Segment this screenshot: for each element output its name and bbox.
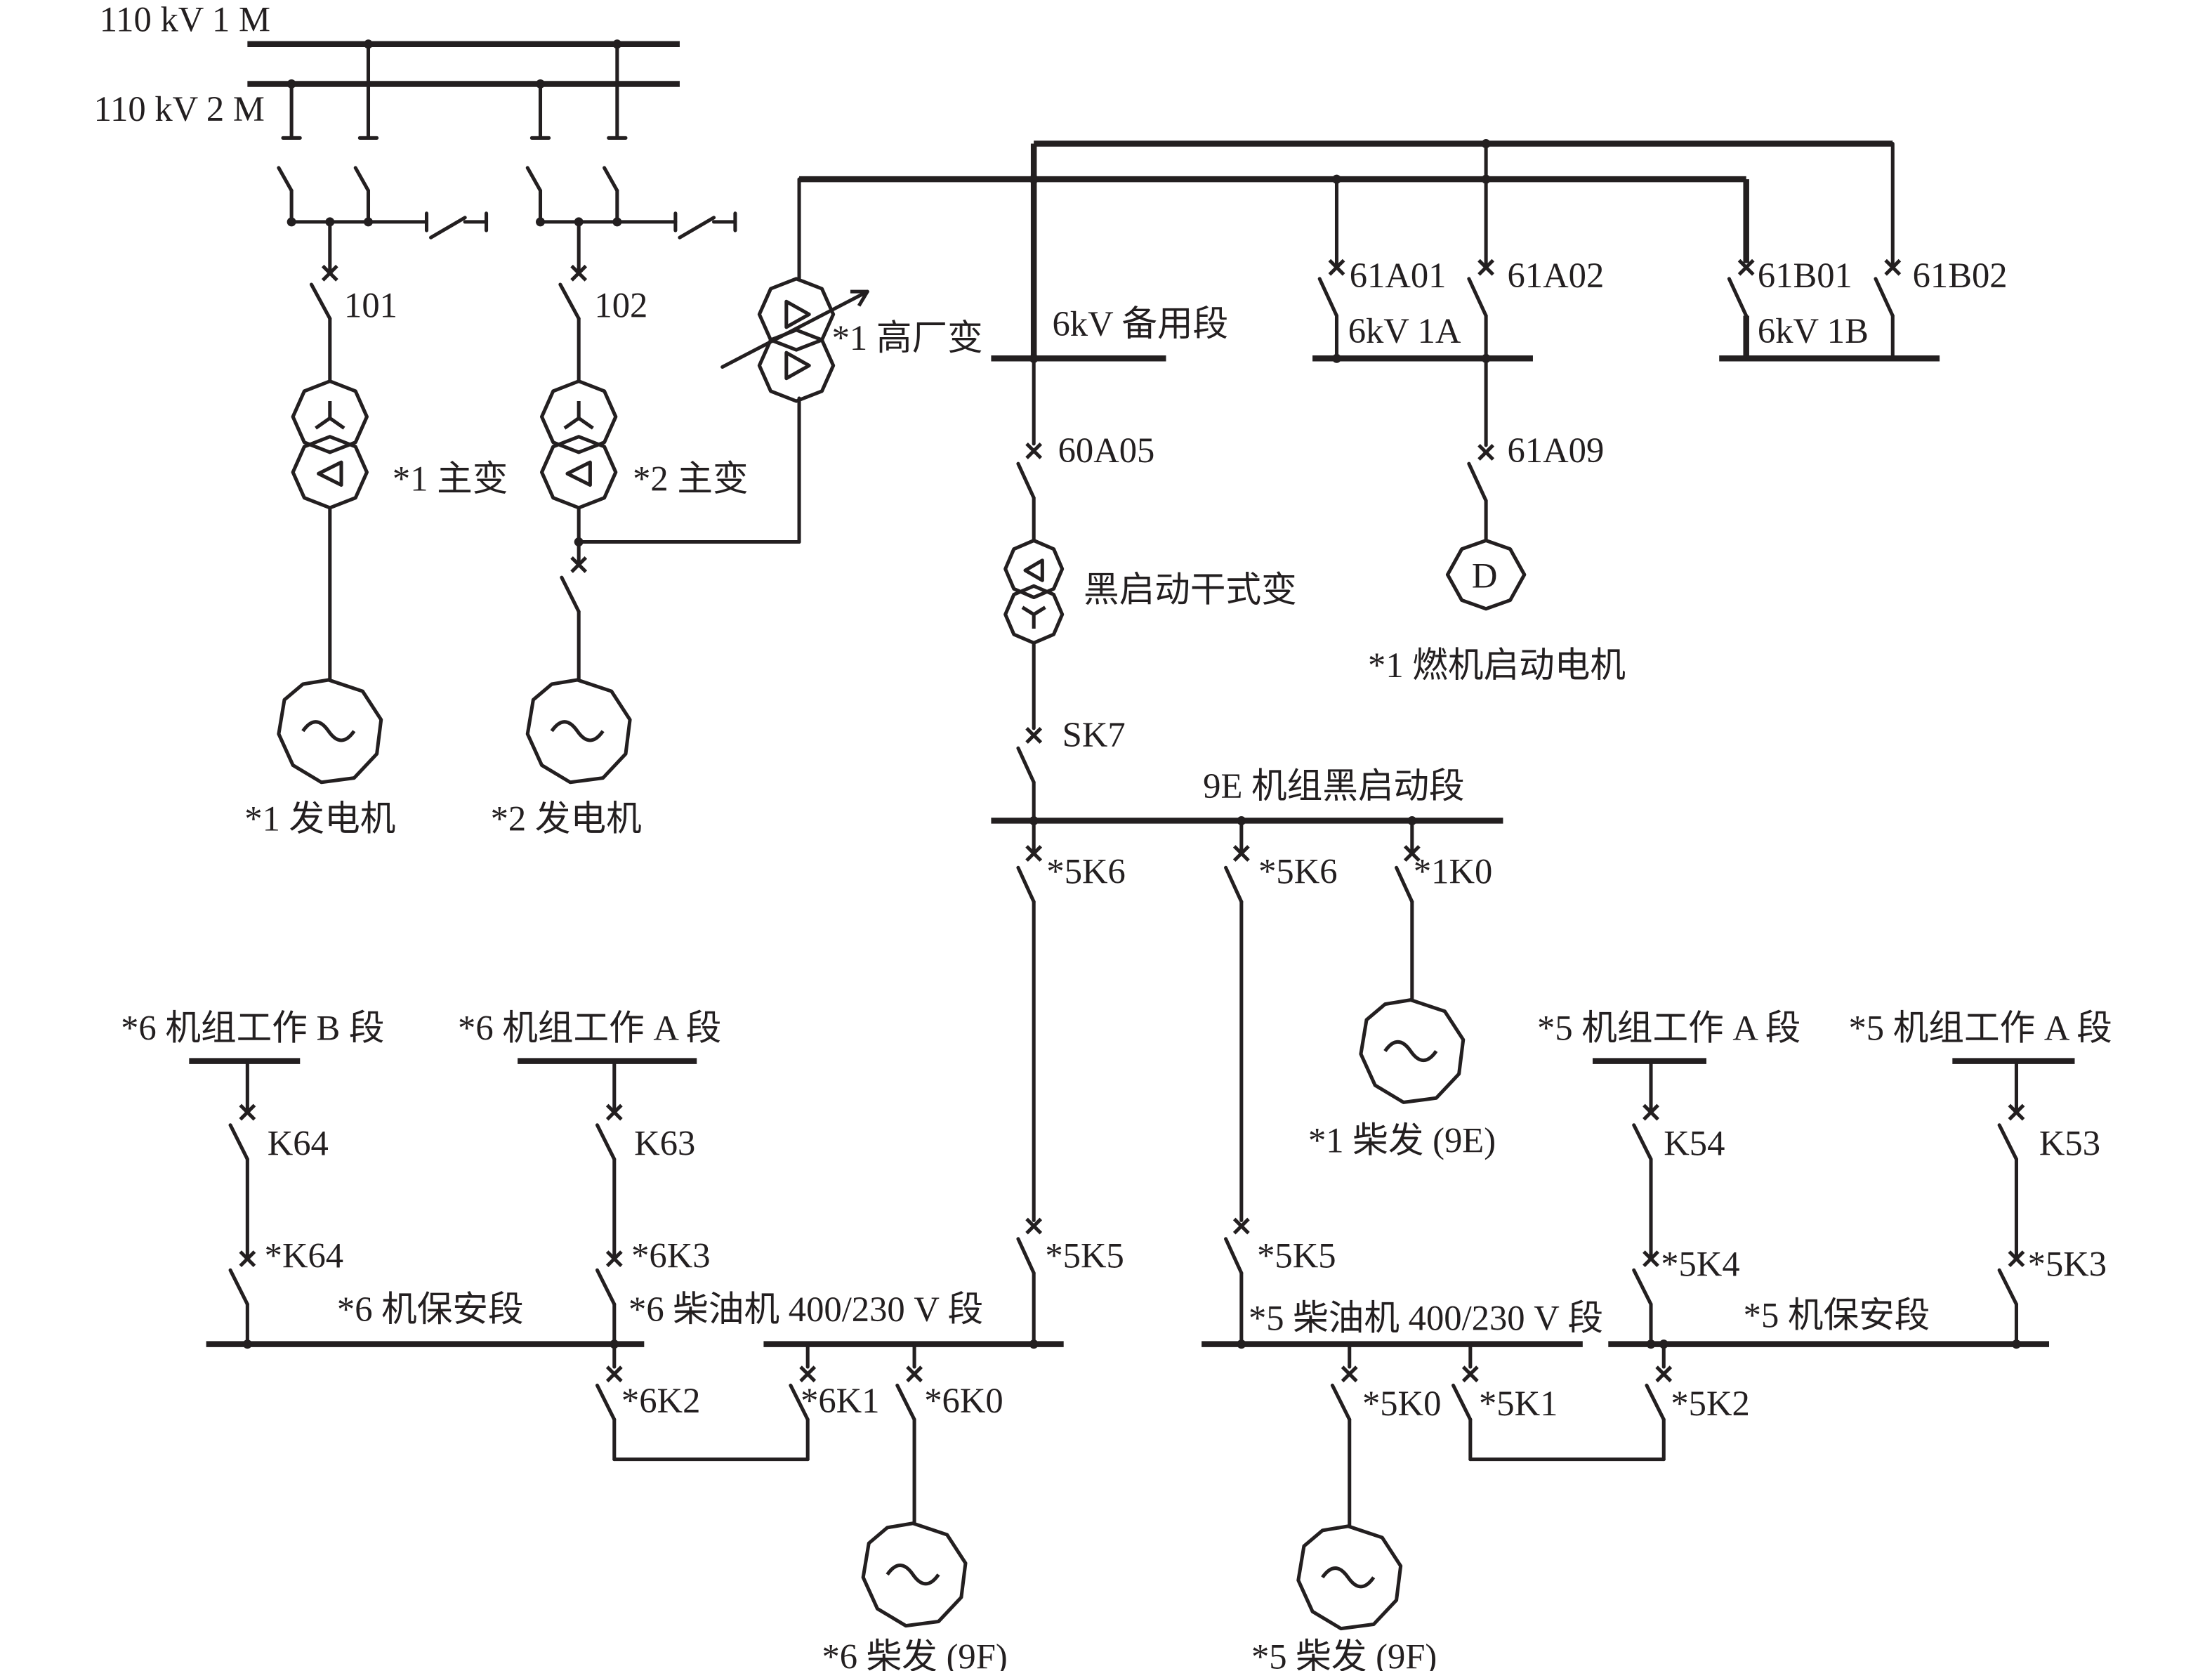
breaker-label-1k0: *1K0 (1414, 852, 1492, 891)
breaker-label-102: 102 (594, 286, 647, 325)
busbar-110kv-2m: 110 kV 2 M (94, 81, 680, 129)
busbar-6kv-1b: 61B01 61B02 6kV 1B (1719, 256, 2008, 362)
breaker-label-61a09: 61A09 (1508, 431, 1605, 470)
breaker-label-61a02: 61A02 (1508, 256, 1605, 295)
bus-label-6-diesel: *6 柴油机 400/230 V 段 (628, 1290, 983, 1329)
bus-label-5-work-a-1: *5 机组工作 A 段 (1537, 1008, 1800, 1047)
busbar-5-diesel: *5 柴油机 400/230 V 段 (1202, 1298, 1603, 1349)
bus-label-6kv-1a: 6kV 1A (1348, 311, 1461, 350)
diesel-generator-5-symbol: *5 柴发 (9F) (1251, 1524, 1437, 1671)
breaker-label-61a01: 61A01 (1350, 256, 1447, 295)
breaker-label-5k0: *5K0 (1362, 1384, 1441, 1423)
bus-label-6-safety: *6 机保安段 (337, 1290, 524, 1329)
bus-label-5-work-a-2: *5 机组工作 A 段 (1849, 1008, 2112, 1047)
breaker-label-6k0: *6K0 (924, 1381, 1003, 1420)
breaker-label-60a05: 60A05 (1058, 431, 1155, 470)
breaker-label-sk7: SK7 (1062, 715, 1126, 754)
main-transformer-2-symbol: *2 主变 (539, 379, 749, 682)
busbar-6-work-a: *6 机组工作 A 段 K63 *6K3 (458, 1008, 721, 1346)
breaker-label-61b01: 61B01 (1758, 256, 1852, 295)
start-motor-feeder: 61A09 (1467, 356, 1605, 543)
busbar-110kv-1m: 110 kV 1 M (100, 0, 680, 48)
busbar-9e-black-start: 9E 机组黑启动段 (991, 766, 1503, 825)
diesel-generator-1-label: *1 柴发 (9E) (1308, 1120, 1496, 1160)
breaker-label-k63: K63 (634, 1123, 695, 1162)
breaker-label-101: 101 (344, 286, 397, 325)
bus-label-6-work-a: *6 机组工作 A 段 (458, 1008, 721, 1047)
bus-label-110kv-2m: 110 kV 2 M (94, 89, 265, 129)
busbar-6-safety: *6 机保安段 (206, 1290, 645, 1349)
start-motor-label: *1 燃机启动电机 (1368, 646, 1626, 685)
start-motor-letter: D (1472, 556, 1498, 595)
breaker-label-5k6-left: *5K6 (1046, 852, 1125, 891)
main-transformer-1-label: *1 主变 (393, 459, 508, 499)
start-motor-symbol: D *1 燃机启动电机 (1368, 538, 1626, 685)
busbar-6kv-1a: 61A01 61A02 6kV 1A (1312, 256, 1604, 363)
black-start-transformer-symbol: 黑启动干式变 (1003, 538, 1297, 730)
diesel-generator-5-label: *5 柴发 (9F) (1251, 1637, 1437, 1671)
breaker-label-5k4: *5K4 (1661, 1244, 1739, 1283)
interconnect-6kv (799, 139, 1895, 359)
busbar-6-diesel: *6 柴油机 400/230 V 段 (628, 1290, 1064, 1349)
breaker-label-6k2: *6K2 (621, 1381, 700, 1420)
bus-label-6-work-b: *6 机组工作 B 段 (121, 1008, 384, 1047)
bus-label-6kv-reserve: 6kV 备用段 (1053, 304, 1229, 343)
diesel-generator-6-feeder: *6K0 (895, 1342, 1003, 1526)
black-start-feeder: 60A05 (1016, 356, 1155, 543)
generator-1-symbol: *1 发电机 (244, 678, 395, 839)
breaker-label-5k5-left: *5K5 (1045, 1236, 1124, 1275)
feeder-5k6-right: *5K6 *5K5 (1224, 818, 1338, 1346)
black-start-transformer-label: 黑启动干式变 (1084, 570, 1297, 610)
breaker-label-6k3: *6K3 (631, 1236, 710, 1275)
bus-label-6kv-1b: 6kV 1B (1758, 311, 1869, 350)
diesel-generator-5-feeder: *5K0 (1330, 1342, 1441, 1528)
bus-label-110kv-1m: 110 kV 1 M (100, 0, 270, 39)
busbar-5-work-a-1: *5 机组工作 A 段 K54 *5K4 (1537, 1008, 1800, 1346)
bay-unit-2: 102 (525, 39, 737, 384)
breaker-label-6k1: *6K1 (801, 1381, 879, 1420)
breaker-label-5k2: *5K2 (1671, 1384, 1749, 1423)
breaker-label-k64: K64 (268, 1123, 329, 1162)
breaker-label-5k5-right: *5K5 (1257, 1236, 1336, 1275)
busbar-6-work-b: *6 机组工作 B 段 K64 *K64 (121, 1008, 385, 1346)
bus-label-5-safety: *5 机保安段 (1744, 1295, 1930, 1335)
busbar-6kv-reserve: 6kV 备用段 (991, 304, 1228, 363)
generator-1-label: *1 发电机 (244, 799, 395, 839)
diesel-generator-6-symbol: *6 柴发 (9F) (822, 1521, 1008, 1671)
bus-label-5-diesel: *5 柴油机 400/230 V 段 (1249, 1298, 1603, 1337)
main-transformer-2-label: *2 主变 (633, 459, 748, 499)
breaker-label-5k1: *5K1 (1479, 1384, 1558, 1423)
aux-transformer-1-label: *1 高厂变 (832, 318, 983, 358)
generator-2-label: *2 发电机 (491, 799, 642, 839)
diesel-generator-1-feeder: *1K0 (1395, 818, 1492, 1002)
diesel-generator-1-symbol: *1 柴发 (9E) (1308, 998, 1496, 1160)
busbar-5-work-a-2: *5 机组工作 A 段 K53 *5K3 (1849, 1008, 2112, 1346)
breaker-label-k53: K53 (2039, 1123, 2100, 1162)
bay-unit-1: 101 (277, 39, 489, 384)
breaker-label-5k3: *5K3 (2028, 1244, 2107, 1283)
tie-5k1-5k2: *5K1 *5K2 (1451, 1342, 1750, 1462)
aux-transformer-1-symbol: *1 高厂变 (574, 177, 983, 547)
main-transformer-1-symbol: *1 主变 (291, 379, 508, 682)
feeder-5k6-left: *5K6 *5K5 (1016, 818, 1126, 1346)
breaker-label-61b02: 61B02 (1913, 256, 2008, 295)
breaker-label-5k6-right: *5K6 (1258, 852, 1337, 891)
diesel-generator-6-label: *6 柴发 (9F) (822, 1637, 1007, 1671)
tie-6k2-6k1: *6K2 *6K1 (595, 1342, 880, 1462)
breaker-label-star-k64: *K64 (265, 1236, 343, 1275)
breaker-label-k54: K54 (1664, 1123, 1725, 1162)
breaker-sk7: SK7 (1016, 715, 1126, 823)
generator-2-symbol: *2 发电机 (491, 678, 642, 839)
busbar-5-safety: *5 机保安段 (1608, 1295, 2050, 1349)
bus-label-9e-black-start: 9E 机组黑启动段 (1203, 766, 1465, 806)
